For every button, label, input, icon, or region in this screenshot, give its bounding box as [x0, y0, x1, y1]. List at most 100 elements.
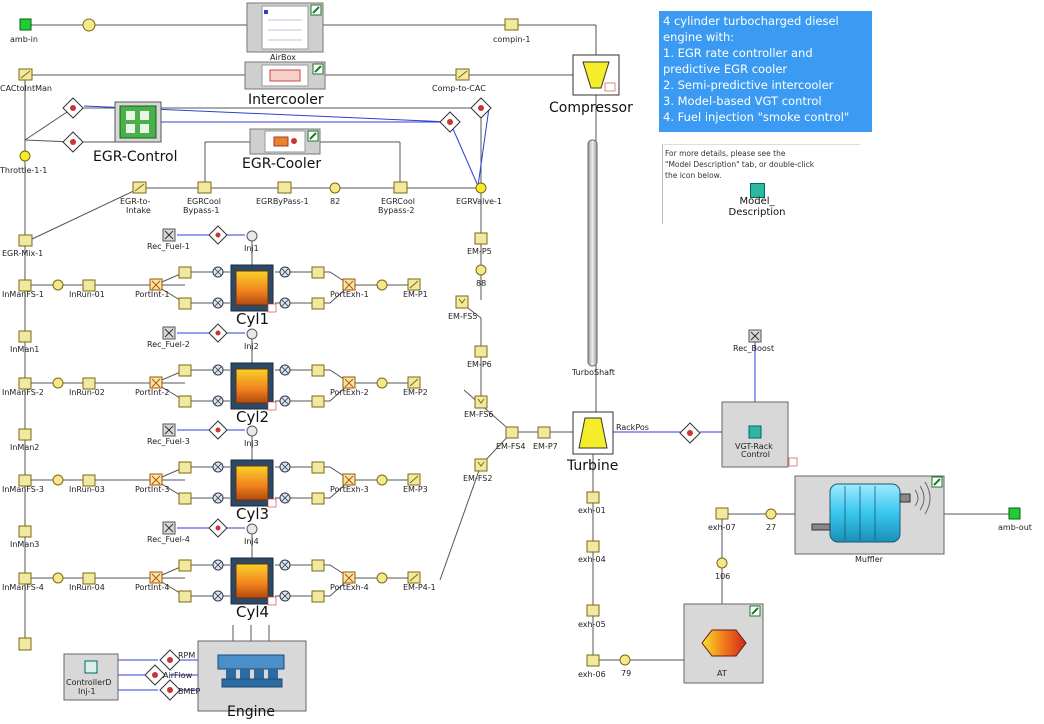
inman-2[interactable]: [18, 428, 32, 441]
intake-runner-b-1[interactable]: [178, 297, 192, 310]
inrun-3[interactable]: [82, 474, 96, 487]
inman-orifice-4[interactable]: [52, 572, 64, 584]
orifice-79[interactable]: 79: [619, 654, 631, 678]
intake-runner-b-4[interactable]: [178, 590, 192, 603]
egrbypass1-pipe[interactable]: EGRByPass-1: [256, 181, 309, 206]
vgt-rack-control[interactable]: VGT-Rack Control: [721, 401, 798, 468]
cylinder-1[interactable]: [230, 264, 277, 313]
portexh-3[interactable]: [342, 473, 356, 486]
exhaust-valve-a-1[interactable]: [279, 266, 291, 278]
rec-boost[interactable]: Rec_Boost: [733, 329, 774, 353]
exhaust-runner-b-2[interactable]: [311, 395, 325, 408]
exh01-pipe[interactable]: exh-01: [578, 491, 606, 515]
intake-valve-a-4[interactable]: [212, 559, 224, 571]
inman-orifice-2[interactable]: [52, 377, 64, 389]
injector-2[interactable]: [246, 328, 258, 340]
em-p5-pipe[interactable]: EM-P5: [467, 232, 492, 256]
throttle-valve[interactable]: Throttle-1-1: [0, 150, 47, 175]
portint-4[interactable]: [149, 571, 163, 584]
inman-3[interactable]: [18, 525, 32, 538]
exh-orifice-2[interactable]: [376, 377, 388, 389]
exh06-pipe[interactable]: exh-06: [578, 654, 606, 679]
intake-runner-a-3[interactable]: [178, 461, 192, 474]
intake-runner-a-2[interactable]: [178, 364, 192, 377]
cac-to-intman-pipe[interactable]: CACtoIntMan: [0, 68, 52, 93]
portexh-1[interactable]: [342, 278, 356, 291]
sensor-diamond-2[interactable]: [62, 131, 84, 153]
intake-valve-b-3[interactable]: [212, 492, 224, 504]
inmanfs-2[interactable]: [18, 377, 32, 390]
exhaust-valve-a-4[interactable]: [279, 559, 291, 571]
rec-fuel-1[interactable]: [162, 228, 176, 242]
orifice-27[interactable]: 27: [765, 508, 777, 532]
intake-valve-b-4[interactable]: [212, 590, 224, 602]
intake-valve-a-3[interactable]: [212, 461, 224, 473]
exhaust-valve-b-1[interactable]: [279, 297, 291, 309]
exh07-pipe[interactable]: exh-07: [708, 507, 736, 532]
sensor-diamond-3[interactable]: [439, 111, 461, 133]
injector-1[interactable]: [246, 230, 258, 242]
em-fs5[interactable]: EM-FS5: [448, 295, 477, 321]
exh04-pipe[interactable]: exh-04: [578, 540, 606, 564]
rec-fuel-4[interactable]: [162, 521, 176, 535]
exhaust-valve-b-3[interactable]: [279, 492, 291, 504]
orifice-82[interactable]: 82: [329, 182, 341, 206]
inmanfs-4[interactable]: [18, 572, 32, 585]
exhaust-valve-a-3[interactable]: [279, 461, 291, 473]
injector-3[interactable]: [246, 425, 258, 437]
intake-valve-a-2[interactable]: [212, 364, 224, 376]
injector-sensor-2[interactable]: [208, 323, 228, 343]
intercooler[interactable]: Intercooler: [244, 61, 326, 108]
inrun-4[interactable]: [82, 572, 96, 585]
em-p7-pipe[interactable]: EM-P7: [533, 426, 558, 451]
orifice-88[interactable]: 88: [475, 264, 487, 288]
cylinder-3[interactable]: [230, 459, 277, 508]
injector-sensor-3[interactable]: [208, 420, 228, 440]
intake-valve-a-1[interactable]: [212, 266, 224, 278]
inman-orifice-1[interactable]: [52, 279, 64, 291]
rec-fuel-2[interactable]: [162, 326, 176, 340]
muffler[interactable]: Muffler: [794, 475, 945, 564]
compin-pipe[interactable]: compin-1: [493, 18, 530, 44]
turboshaft[interactable]: TurboShaft: [571, 139, 615, 377]
inman-1[interactable]: [18, 330, 32, 343]
exh-orifice-4[interactable]: [376, 572, 388, 584]
sensor-airflow[interactable]: AirFlow: [144, 664, 193, 686]
egr-mix[interactable]: EGR-Mix-1: [2, 234, 43, 258]
portexh-2[interactable]: [342, 376, 356, 389]
controller-dinj[interactable]: ControllerD Inj-1: [63, 653, 119, 701]
egrcool-bypass2-pipe[interactable]: EGRCool Bypass-2: [378, 181, 415, 215]
manifold-end-cap[interactable]: [18, 637, 32, 651]
em-p-4[interactable]: [407, 571, 421, 584]
injector-sensor-4[interactable]: [208, 518, 228, 538]
exh-orifice-1[interactable]: [376, 279, 388, 291]
inrun-2[interactable]: [82, 377, 96, 390]
injector-4[interactable]: [246, 523, 258, 535]
exhaust-valve-b-4[interactable]: [279, 590, 291, 602]
sensor-bmep[interactable]: BMEP: [159, 679, 200, 701]
engine[interactable]: Engine: [197, 640, 307, 720]
egr-to-intake-pipe[interactable]: EGR-to- Intake: [120, 181, 151, 215]
em-fs2[interactable]: EM-FS2: [463, 458, 492, 483]
egr-control[interactable]: EGR-Control: [93, 101, 178, 165]
exhaust-runner-b-4[interactable]: [311, 590, 325, 603]
model-description-label[interactable]: Model_ Description: [712, 196, 802, 218]
intake-runner-b-2[interactable]: [178, 395, 192, 408]
portexh-4[interactable]: [342, 571, 356, 584]
exhaust-valve-b-2[interactable]: [279, 395, 291, 407]
exhaust-valve-a-2[interactable]: [279, 364, 291, 376]
airbox[interactable]: AirBox: [246, 2, 324, 62]
intake-runner-a-4[interactable]: [178, 559, 192, 572]
intake-valve-b-2[interactable]: [212, 395, 224, 407]
exhaust-runner-b-3[interactable]: [311, 492, 325, 505]
portint-1[interactable]: [149, 278, 163, 291]
sensor-diamond-1[interactable]: [62, 97, 84, 119]
portint-2[interactable]: [149, 376, 163, 389]
intake-valve-b-1[interactable]: [212, 297, 224, 309]
amb-out-node[interactable]: amb-out: [998, 507, 1032, 532]
em-p6-pipe[interactable]: EM-P6: [467, 345, 492, 369]
exh-orifice-3[interactable]: [376, 474, 388, 486]
exhaust-runner-a-3[interactable]: [311, 461, 325, 474]
em-p-1[interactable]: [407, 278, 421, 291]
exhaust-runner-a-2[interactable]: [311, 364, 325, 377]
